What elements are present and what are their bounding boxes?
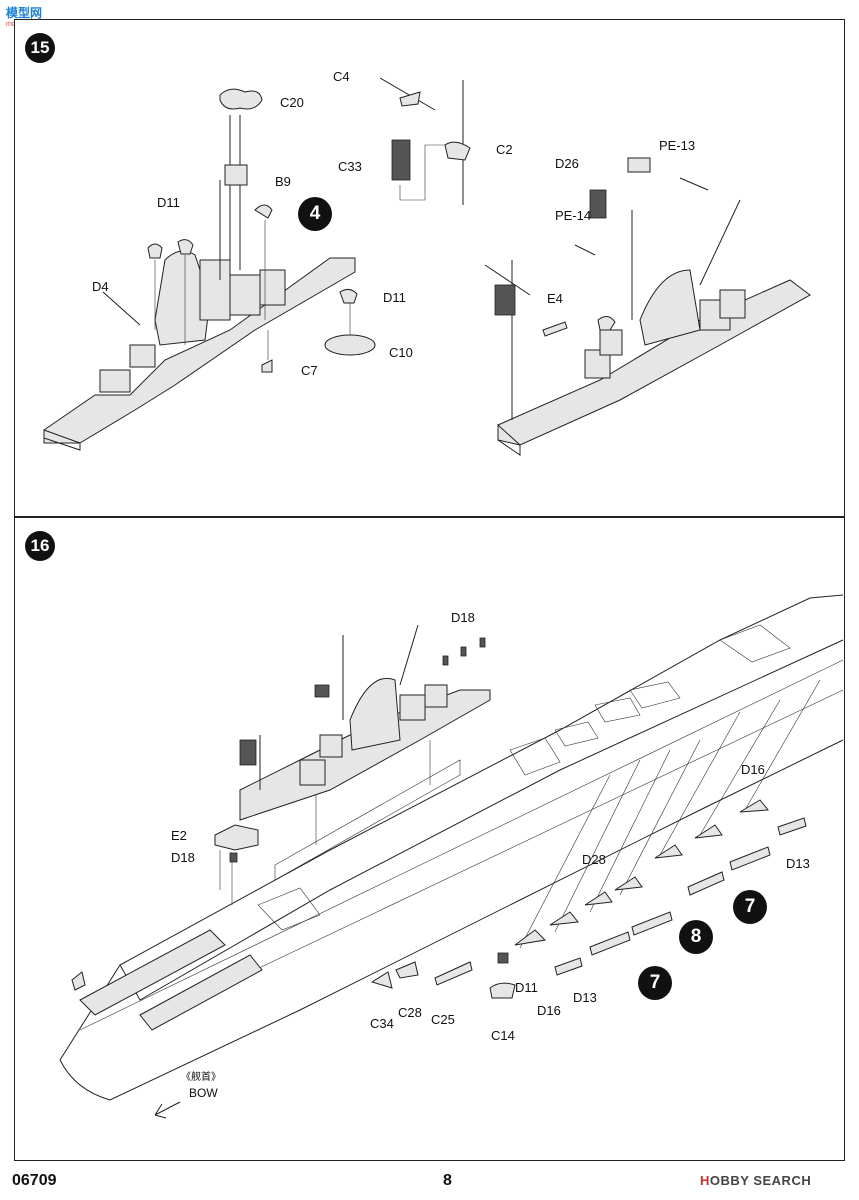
part-label-d11: D11 (515, 980, 538, 995)
part-label-c7: C7 (301, 363, 318, 378)
part-label-c34: C34 (370, 1016, 394, 1031)
part-label-d28: D28 (582, 852, 606, 867)
hobby-search-logo: HOBBY SEARCH (700, 1173, 812, 1188)
part-label-d13-a: D13 (786, 856, 810, 871)
step-15-panel (14, 19, 845, 517)
bow-label: BOW (189, 1086, 218, 1100)
part-label-c2: C2 (496, 142, 513, 157)
step-16-number: 16 (25, 531, 55, 561)
reference-step-8: 8 (679, 920, 713, 954)
part-label-c10: C10 (389, 345, 413, 360)
part-label-d4: D4 (92, 279, 109, 294)
part-label-d11-b: D11 (383, 290, 406, 305)
part-label-d13-b: D13 (573, 990, 597, 1005)
step16-superstructure (239, 624, 491, 881)
step16-small-parts (154, 679, 821, 1119)
part-label-c25: C25 (431, 1012, 455, 1027)
part-label-d18-b: D18 (171, 850, 195, 865)
part-label-pe13: PE-13 (659, 138, 696, 153)
bow-label-chinese: 《舰首》 (181, 1072, 221, 1083)
reference-step-7-lower: 7 (638, 966, 672, 1000)
part-label-b9: B9 (275, 174, 291, 189)
part-label-c14: C14 (491, 1028, 515, 1043)
part-label-d16-a: D16 (741, 762, 765, 777)
part-label-c20: C20 (280, 95, 304, 110)
part-label-d26: D26 (555, 156, 579, 171)
reference-step-7-upper: 7 (733, 890, 767, 924)
part-label-c28: C28 (398, 1005, 422, 1020)
step-15-number: 15 (25, 33, 55, 63)
part-label-pe14: PE-14 (555, 208, 592, 223)
part-label-d18-a: D18 (451, 610, 475, 625)
part-label-c33: C33 (338, 159, 362, 174)
step16-hull (59, 594, 844, 1101)
part-label-d16-b: D16 (537, 1003, 561, 1018)
reference-step-4: 4 (298, 197, 332, 231)
part-label-d11-a: D11 (157, 195, 180, 210)
step15-right-superstructure (484, 157, 811, 456)
step15-left-superstructure (43, 88, 376, 451)
part-label-e2: E2 (171, 828, 187, 843)
page-number: 8 (443, 1172, 452, 1189)
part-label-c4: C4 (333, 69, 350, 84)
part-label-e4: E4 (547, 291, 563, 306)
step15-mast-parts (379, 77, 471, 205)
step-16-panel (14, 517, 845, 1161)
kit-number: 06709 (12, 1172, 57, 1189)
